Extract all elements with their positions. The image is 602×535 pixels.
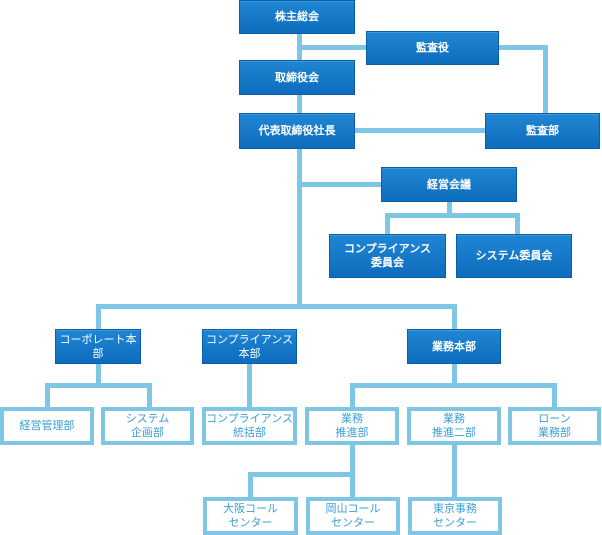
node-loan-ops: ローン 業務部 (508, 407, 601, 445)
node-system-planning: システム 企画部 (101, 407, 194, 445)
connector-council-branch (385, 213, 520, 218)
connector-call-branch (248, 472, 355, 477)
node-shareholders: 株主総会 (239, 0, 355, 34)
connector-president-audit-dept (354, 128, 485, 133)
node-okayama-call: 岡山コール センター (306, 497, 400, 535)
node-osaka-call: 大阪コール センター (203, 497, 298, 535)
node-compliance-committee: コンプライアンス 委員会 (329, 234, 446, 278)
connector-business-branch (350, 383, 557, 388)
node-audit-dept: 監査部 (485, 113, 600, 149)
connector-auditors-audit-dept (543, 45, 548, 113)
connector-to-auditors (297, 45, 366, 50)
node-board: 取締役会 (239, 60, 355, 95)
node-tokyo-office: 東京事務 センター (408, 497, 502, 535)
connector-to-osaka (248, 472, 253, 497)
node-mgmt-council: 経営会議 (381, 167, 517, 202)
connector-corp-right (147, 383, 152, 407)
node-corporate-hq: コーポレート本部 (55, 329, 141, 364)
connector-business-down (452, 364, 457, 386)
connector-compliance-down (247, 364, 252, 407)
connector-council-right (515, 213, 520, 234)
connector-corp-left (45, 383, 50, 407)
connector-bus-right (552, 383, 557, 407)
connector-division-bar (96, 304, 457, 309)
connector-to-corporate-hq (96, 304, 101, 329)
node-president: 代表取締役社長 (239, 113, 355, 149)
connector-board-president (297, 95, 302, 113)
connector-promo2-down (452, 445, 457, 497)
node-compliance-hq: コンプライアンス 本部 (202, 329, 297, 364)
connector-to-business-hq (452, 304, 457, 329)
node-compliance-control: コンプライアンス 統括部 (202, 407, 297, 445)
connector-council-left (385, 213, 390, 234)
node-auditors: 監査役 (366, 31, 499, 65)
node-system-committee: システム委員会 (456, 234, 572, 278)
connector-auditors-right (499, 45, 547, 50)
connector-corporate-branch (45, 383, 152, 388)
connector-bus-left (350, 383, 355, 407)
node-business-promo1: 業務 推進部 (305, 407, 399, 445)
node-business-promo2: 業務 推進二部 (407, 407, 501, 445)
connector-main-trunk (297, 149, 302, 309)
connector-to-mgmt-council (297, 182, 381, 187)
node-mgmt-admin: 経営管理部 (0, 407, 94, 445)
connector-promo1-down (350, 445, 355, 497)
node-business-hq: 業務本部 (407, 329, 501, 364)
connector-corporate-down (96, 364, 101, 386)
connector-council-down (447, 202, 452, 216)
